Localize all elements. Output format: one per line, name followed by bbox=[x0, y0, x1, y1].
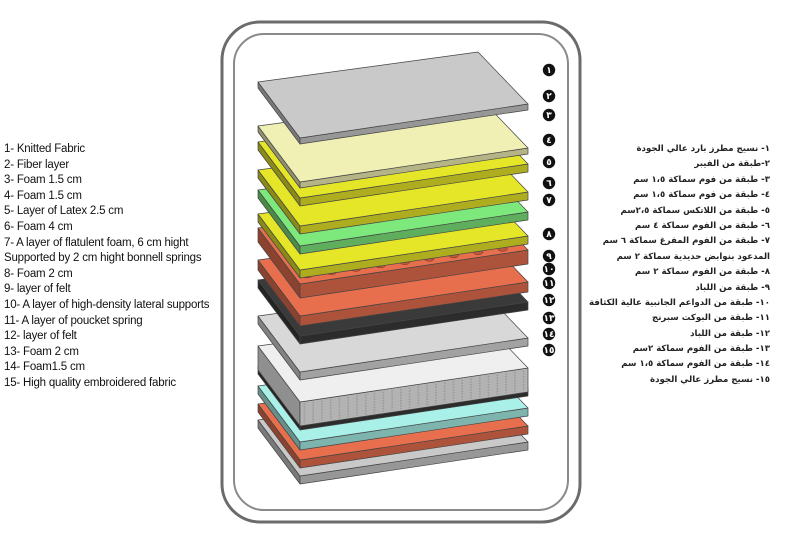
english-label-13: 12- layer of felt bbox=[4, 330, 77, 343]
layer-number-badge-1: ١ bbox=[542, 63, 556, 77]
badge-number: ١١ bbox=[544, 279, 555, 289]
english-label-6: 6- Foam 4 cm bbox=[4, 220, 73, 233]
english-legend: 1- Knitted Fabric 2- Fiber layer 3- Foam 1… bbox=[4, 142, 216, 392]
english-label-5: 5- Layer of Latex 2.5 cm bbox=[4, 205, 124, 218]
layer-number-badge-6: ٦ bbox=[542, 176, 556, 190]
english-label-10: 9- layer of felt bbox=[4, 283, 71, 296]
layer-1-top bbox=[257, 51, 529, 139]
arabic-label-13: ١٢- طبقة من اللباد bbox=[690, 328, 770, 339]
english-label-12: 11- A layer of poucket spring bbox=[4, 314, 143, 327]
english-label-2: 2- Fiber layer bbox=[4, 158, 69, 171]
english-label-3: 3- Foam 1.5 cm bbox=[4, 174, 82, 187]
badge-circle bbox=[542, 63, 556, 77]
layer-1 bbox=[257, 51, 529, 145]
badge-number: ١٢ bbox=[544, 296, 555, 306]
layer-number-badge-14: ١٤ bbox=[542, 327, 556, 341]
english-label-4: 4- Foam 1.5 cm bbox=[4, 189, 82, 202]
badge-circle bbox=[542, 327, 556, 341]
badge-number: ١٤ bbox=[544, 330, 555, 340]
badge-circle bbox=[542, 155, 556, 169]
badge-circle bbox=[542, 89, 556, 103]
layer-number-badge-10: ١٠ bbox=[542, 262, 556, 276]
english-label-16: 15- High quality embroidered fabric bbox=[4, 376, 176, 389]
frame-outer bbox=[220, 20, 582, 524]
arabic-label-14: ١٣- طبقة من الفوم سماكة ٢سم bbox=[632, 344, 770, 355]
arabic-label-4: ٤- طبقة من فوم سماكة ١،٥ سم bbox=[633, 190, 770, 201]
badge-number: ٢ bbox=[546, 92, 552, 102]
badge-number: ٧ bbox=[546, 196, 552, 206]
badge-circle bbox=[542, 311, 556, 325]
layer-number-badge-11: ١١ bbox=[542, 276, 556, 290]
arabic-label-15: ١٤- طبقة من الفوم سماكة ١،٥ سم bbox=[621, 359, 770, 370]
english-label-8: Supported by 2 cm hight bonnell springs bbox=[4, 252, 202, 265]
arabic-label-3: ٣- طبقة من فوم سماكة ١،٥ سم bbox=[633, 174, 770, 185]
english-label-9: 8- Foam 2 cm bbox=[4, 267, 73, 280]
badge-circle bbox=[542, 133, 556, 147]
layer-number-badge-9: ٩ bbox=[542, 249, 556, 263]
badge-circle bbox=[542, 293, 556, 307]
layer-number-badge-15: ١٥ bbox=[542, 343, 556, 357]
layer-number-badge-4: ٤ bbox=[542, 133, 556, 147]
badge-number: ٦ bbox=[546, 179, 552, 189]
arabic-label-9: ٨- طبقة من الفوم سماكة ٢ سم bbox=[635, 267, 770, 278]
arabic-label-8: المدعود بنوابض حديدية سماكة ٢ سم bbox=[616, 251, 770, 262]
badge-number: ٥ bbox=[546, 158, 552, 168]
layer-number-badge-3: ٣ bbox=[542, 108, 556, 122]
arabic-label-5: ٥- طبقة من اللاتكس سماكة ٢،٥سم bbox=[620, 205, 770, 216]
frame-inner bbox=[233, 33, 569, 511]
badge-circle bbox=[542, 227, 556, 241]
layers-group bbox=[257, 51, 529, 485]
arabic-legend: ١- نسيج مطرز بارد عالي الجودة ٢-طبقة من ا… bbox=[589, 142, 770, 388]
layer-number-badge-5: ٥ bbox=[542, 155, 556, 169]
layer-number-badge-7: ٧ bbox=[542, 193, 556, 207]
badge-number: ١ bbox=[546, 66, 552, 76]
english-label-7: 7- A layer of flatulent foam, 6 cm hight bbox=[4, 236, 189, 249]
badge-circle bbox=[542, 193, 556, 207]
badge-number: ٤ bbox=[546, 136, 552, 146]
english-label-15: 14- Foam1.5 cm bbox=[4, 361, 85, 374]
layer-number-badge-13: ١٣ bbox=[542, 311, 556, 325]
badge-number: ٣ bbox=[546, 111, 552, 121]
english-label-1: 1- Knitted Fabric bbox=[4, 143, 85, 155]
english-label-14: 13- Foam 2 cm bbox=[4, 345, 79, 358]
arabic-label-1: ١- نسيج مطرز بارد عالي الجودة bbox=[636, 144, 770, 154]
english-label-11: 10- A layer of high-density lateral supp… bbox=[4, 298, 210, 311]
badge-circle bbox=[542, 276, 556, 290]
badge-circle bbox=[542, 262, 556, 276]
layer-number-badge-2: ٢ bbox=[542, 89, 556, 103]
badge-circle bbox=[542, 343, 556, 357]
badge-number: ٩ bbox=[546, 252, 552, 262]
badge-circle bbox=[542, 249, 556, 263]
badge-circle bbox=[542, 176, 556, 190]
arabic-label-7: ٧- طبقة من الفوم المفرغ سماكة ٦ سم bbox=[602, 236, 770, 247]
badge-number: ٨ bbox=[546, 230, 552, 240]
badge-number: ١٠ bbox=[544, 265, 555, 275]
badge-number: ١٥ bbox=[544, 346, 555, 356]
arabic-label-6: ٦- طبقة من الفوم سماكة ٤ سم bbox=[635, 220, 770, 231]
badge-circle bbox=[542, 108, 556, 122]
arabic-label-12: ١١- طبقة من البوكت سبرنج bbox=[652, 313, 770, 324]
badge-number: ١٣ bbox=[544, 314, 555, 324]
layer-number-badge-8: ٨ bbox=[542, 227, 556, 241]
arabic-label-2: ٢-طبقة من الفيبر bbox=[694, 159, 770, 170]
arabic-label-11: ١٠- طبقة من الدواعم الجانبية عالية الكثا… bbox=[589, 297, 770, 308]
arabic-label-16: ١٥- نسيج مطرز عالي الجودة bbox=[650, 374, 770, 385]
arabic-label-10: ٩- طبقة من اللباد bbox=[695, 282, 770, 293]
layer-number-badge-12: ١٢ bbox=[542, 293, 556, 307]
